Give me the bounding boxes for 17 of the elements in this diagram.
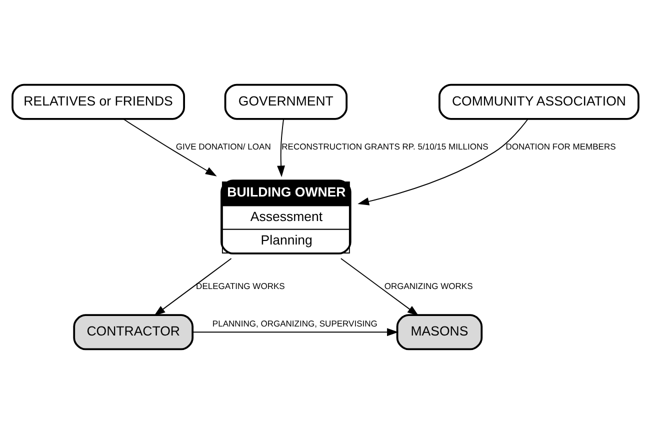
edge-label: DONATION FOR MEMBERS <box>506 141 616 152</box>
edge-label: GIVE DONATION/ LOAN <box>176 141 271 152</box>
edge-label: RECONSTRUCTION GRANTS RP. 5/10/15 MILLIONS <box>282 141 488 152</box>
node-box: RELATIVES or FRIENDS <box>12 84 185 120</box>
arrow <box>122 118 217 176</box>
edge-label: DELEGATING WORKS <box>196 280 285 291</box>
node-box: COMMUNITY ASSOCIATION <box>438 84 640 120</box>
edge-label: ORGANIZING WORKS <box>384 280 473 291</box>
arrow <box>192 328 398 336</box>
node-box: GOVERNMENT <box>224 84 348 120</box>
arrow <box>154 258 232 316</box>
node-box: MASONS <box>396 314 483 350</box>
edge-label: PLANNING, ORGANIZING, SUPERVISING <box>212 318 378 329</box>
arrow <box>340 258 419 316</box>
arrow <box>358 118 528 206</box>
node-box: CONTRACTOR <box>73 314 194 350</box>
arrow <box>277 118 286 178</box>
